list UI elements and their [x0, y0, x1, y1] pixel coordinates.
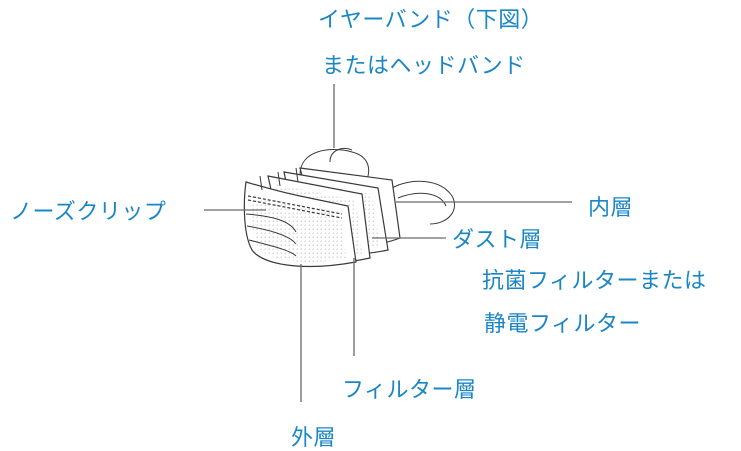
inner-layer-label: 内層 — [588, 196, 634, 221]
dust-layer-label: ダスト層 — [452, 228, 543, 253]
ear-band-loops — [299, 148, 455, 225]
ear-band-label-line1: イヤーバンド（下図） — [318, 8, 544, 33]
filter-layer-label: フィルター層 — [342, 378, 477, 403]
antibac-filter-label-line2: 静電フィルター — [484, 312, 642, 337]
ear-band-label-line2: またはヘッドバンド — [322, 54, 526, 79]
outer-layer-shape — [243, 167, 357, 268]
outer-layer-label: 外層 — [291, 426, 337, 451]
nose-clip-label: ノーズクリップ — [10, 200, 167, 225]
leader-lines — [204, 84, 572, 402]
antibac-filter-label-line1: 抗菌フィルターまたは — [482, 269, 707, 294]
nose-clip-shape — [247, 195, 343, 219]
